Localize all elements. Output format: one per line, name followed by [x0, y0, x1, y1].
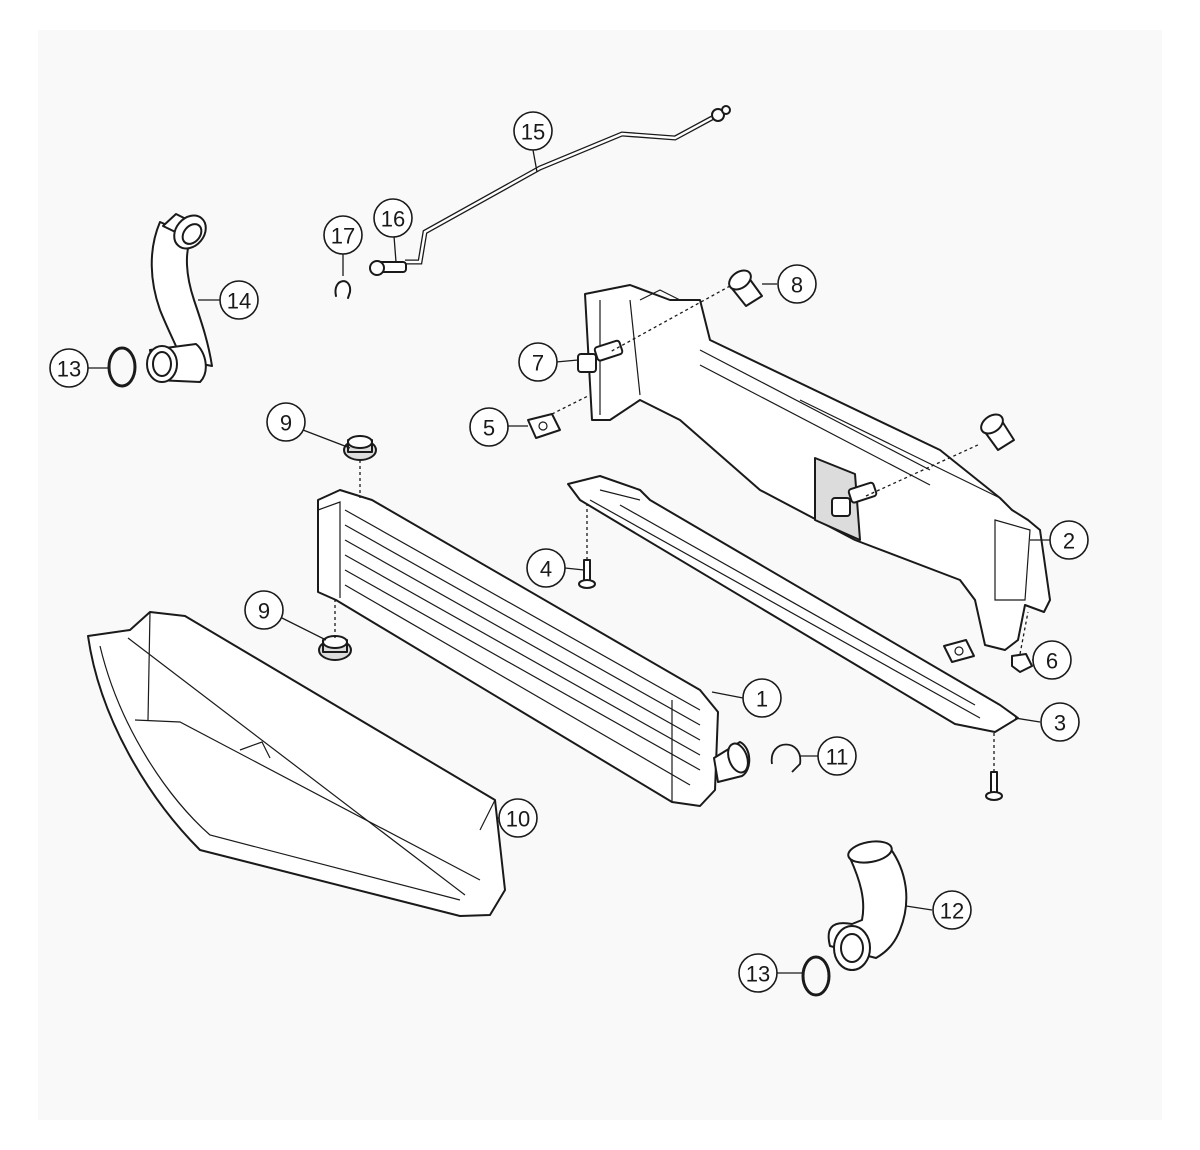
- part-12-hose: [827, 840, 908, 971]
- callout-1: 1: [742, 678, 782, 718]
- part-4-screw-lower: [985, 771, 1003, 801]
- callout-3: 3: [1040, 702, 1080, 742]
- callout-label-13-lower: 13: [746, 962, 770, 987]
- callout-9-upper: 9: [266, 402, 306, 442]
- callout-2: 2: [1049, 520, 1089, 560]
- callout-7: 7: [518, 342, 558, 382]
- part-17-clip: [334, 280, 352, 299]
- callout-label-10: 10: [506, 807, 530, 832]
- callout-14: 14: [219, 280, 259, 320]
- part-14-hose: [146, 213, 213, 383]
- callout-15: 15: [513, 111, 553, 151]
- callout-label-17: 17: [331, 224, 355, 249]
- callout-13-lower: 13: [738, 953, 778, 993]
- callout-label-6: 6: [1046, 649, 1058, 674]
- callout-label-11: 11: [826, 745, 849, 770]
- part-11-clip: [771, 743, 801, 773]
- callout-label-7: 7: [532, 351, 544, 376]
- part-4-screw: [578, 559, 596, 589]
- callout-label-16: 16: [381, 207, 405, 232]
- leader-lines: [87, 149, 1050, 974]
- callout-12: 12: [932, 890, 972, 930]
- callout-label-1: 1: [756, 687, 768, 712]
- part-15-tube: [405, 105, 731, 265]
- callout-label-3: 3: [1054, 711, 1066, 736]
- callout-label-12: 12: [940, 899, 964, 924]
- callout-11: 11: [817, 736, 857, 776]
- part-9-mount-upper: [343, 435, 377, 461]
- callout-label-9-upper: 9: [280, 411, 292, 436]
- part-5-clip-nut-lower: [943, 639, 975, 663]
- part-2-carrier: [584, 284, 1051, 651]
- part-8-bushing-lower: [980, 413, 1015, 451]
- callout-label-8: 8: [791, 273, 803, 298]
- part-5-clip-nut: [527, 413, 561, 439]
- part-13-oring-upper: [107, 346, 137, 388]
- callout-label-9-lower: 9: [258, 599, 270, 624]
- part-9-mount-lower: [318, 635, 352, 661]
- callout-label-5: 5: [483, 416, 495, 441]
- part-10-air-duct: [87, 611, 506, 917]
- callout-10: 10: [498, 798, 538, 838]
- callout-9-lower: 9: [244, 590, 284, 630]
- part-6-nut: [1011, 653, 1033, 673]
- callout-label-15: 15: [521, 120, 545, 145]
- callout-4: 4: [526, 548, 566, 588]
- callout-8: 8: [777, 264, 817, 304]
- part-7-bolt: [577, 339, 624, 373]
- part-8-bushing: [728, 269, 763, 307]
- callout-6: 6: [1032, 640, 1072, 680]
- part-1-intercooler: [317, 489, 751, 807]
- callout-label-2: 2: [1063, 529, 1075, 554]
- callout-16: 16: [373, 198, 413, 238]
- callout-5: 5: [469, 407, 509, 447]
- part-13-oring-lower: [801, 955, 831, 997]
- callout-label-4: 4: [540, 557, 552, 582]
- part-16-connector: [369, 260, 407, 276]
- callout-17: 17: [323, 215, 363, 255]
- part-7-bolt-lower: [831, 481, 878, 517]
- callout-label-14: 14: [227, 289, 251, 314]
- callout-label-13-upper: 13: [57, 357, 81, 382]
- callout-13-upper: 13: [49, 348, 89, 388]
